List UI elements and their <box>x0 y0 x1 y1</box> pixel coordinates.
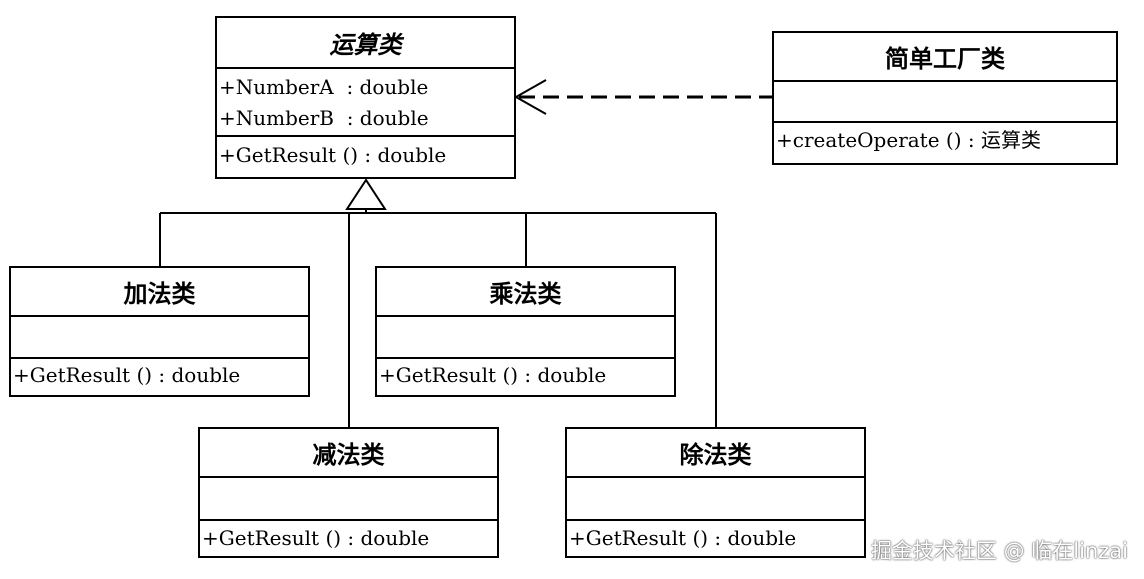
operation-get-result: +GetResult () : double <box>379 363 607 387</box>
class-operation-attributes: +NumberA : double +NumberB : double <box>217 69 514 137</box>
operation-get-result: +GetResult () : double <box>569 526 797 550</box>
class-mul-operations: +GetResult () : double <box>377 359 674 395</box>
class-sub-attributes <box>200 478 497 521</box>
class-add-name: 加法类 <box>11 268 308 317</box>
class-sub-name: 减法类 <box>200 429 497 478</box>
class-div: 除法类 +GetResult () : double <box>565 427 866 558</box>
class-mul: 乘法类 +GetResult () : double <box>375 266 676 397</box>
class-add: 加法类 +GetResult () : double <box>9 266 310 397</box>
attribute-number-a: +NumberA : double <box>219 75 429 99</box>
class-sub: 减法类 +GetResult () : double <box>198 427 499 558</box>
watermark: 掘金技术社区 @ 临在linzai <box>870 539 1128 563</box>
class-operation: 运算类 +NumberA : double +NumberB : double … <box>215 16 516 179</box>
class-operation-operations: +GetResult () : double <box>217 137 514 177</box>
class-div-operations: +GetResult () : double <box>567 521 864 556</box>
class-operation-name: 运算类 <box>217 18 514 69</box>
class-div-attributes <box>567 478 864 521</box>
class-simple-factory-operations: +createOperate () : 运算类 <box>774 123 1116 163</box>
class-mul-name: 乘法类 <box>377 268 674 317</box>
operation-get-result: +GetResult () : double <box>219 143 447 167</box>
class-add-operations: +GetResult () : double <box>11 359 308 395</box>
class-simple-factory: 简单工厂类 +createOperate () : 运算类 <box>772 31 1118 165</box>
operation-get-result: +GetResult () : double <box>202 526 430 550</box>
class-add-attributes <box>11 317 308 359</box>
class-simple-factory-name: 简单工厂类 <box>774 33 1116 82</box>
class-mul-attributes <box>377 317 674 359</box>
dependency-arrowhead <box>513 79 547 115</box>
class-simple-factory-attributes <box>774 82 1116 123</box>
generalization-triangle <box>345 178 387 210</box>
operation-get-result: +GetResult () : double <box>13 363 241 387</box>
attribute-number-b: +NumberB : double <box>219 106 429 130</box>
operation-create-operate: +createOperate () : 运算类 <box>776 128 1041 152</box>
class-div-name: 除法类 <box>567 429 864 478</box>
class-sub-operations: +GetResult () : double <box>200 521 497 556</box>
